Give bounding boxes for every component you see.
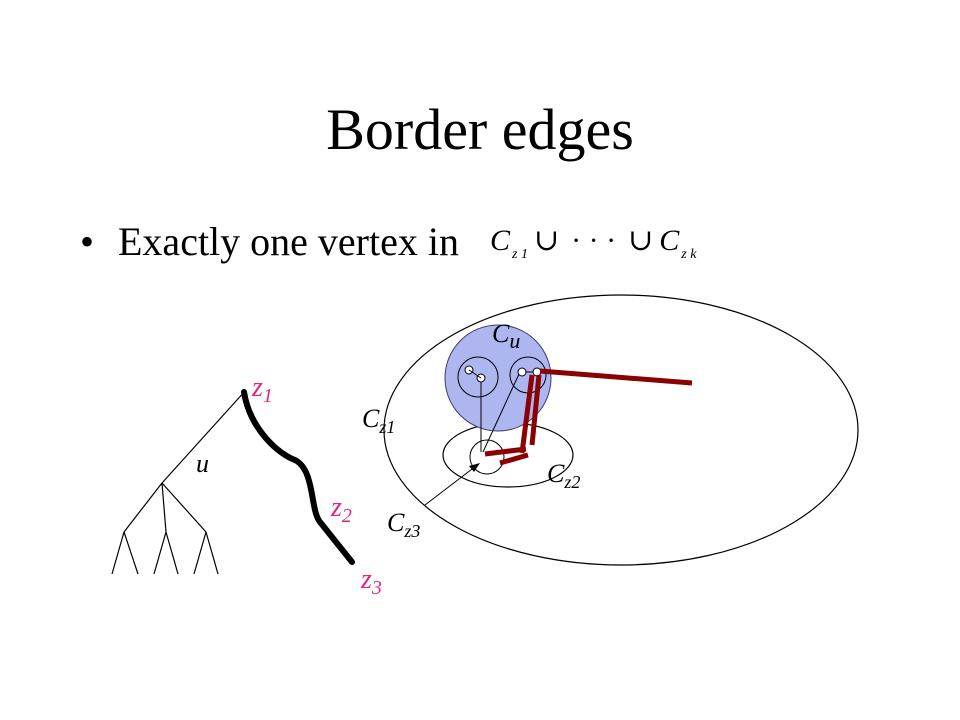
- slide-title: Border edges: [326, 97, 634, 162]
- label-cz2: Cz2: [547, 459, 580, 492]
- label-cz3: Cz3: [387, 508, 420, 541]
- border-edge-short-1: [484, 446, 527, 457]
- border-edges: [484, 368, 693, 466]
- tree-leaf-5: [193, 531, 207, 575]
- formula-c2: C: [659, 224, 680, 257]
- bullet-marker: •: [80, 219, 95, 264]
- formula-c2-subscript: z k: [681, 247, 697, 262]
- label-z3: z3: [360, 564, 382, 599]
- cluster-cz3-circle: [469, 439, 505, 475]
- label-z2: z2: [330, 492, 352, 527]
- edge-cu-ab: [468, 369, 482, 379]
- formula-dots: · · ·: [571, 224, 617, 257]
- border-edge-down-2: [529, 374, 542, 446]
- tree-leaf-4: [165, 531, 179, 575]
- border-edge-short-2: [499, 452, 529, 466]
- arrow-cz3-head: [469, 463, 480, 472]
- tree: [111, 389, 247, 575]
- label-u: u: [196, 449, 209, 478]
- label-cu: Cu: [492, 319, 520, 353]
- border-edge-down-1: [519, 374, 535, 454]
- tree-edge-left: [123, 482, 163, 533]
- arrow-cz3-line: [424, 465, 477, 506]
- formula-c1: C: [490, 224, 511, 257]
- tree-edge-mid: [161, 482, 167, 533]
- tree-leaf-1: [111, 531, 125, 575]
- vertex-cu-d: [532, 367, 542, 377]
- formula-union-2: ∪: [628, 224, 654, 257]
- bullet-text: Exactly one vertex in: [118, 219, 459, 264]
- cluster-cz1-ellipse: [383, 294, 859, 566]
- thick-path-z1-z2: [241, 389, 323, 525]
- tree-edge-root: [161, 389, 247, 484]
- thick-path-z2-z3: [317, 519, 355, 565]
- label-cz1: Cz1: [362, 404, 395, 437]
- tree-leaf-3: [153, 531, 167, 575]
- tree-leaf-2: [123, 531, 139, 575]
- thin-edge-2: [482, 373, 520, 453]
- cu-inner-circle-left: [457, 356, 499, 398]
- formula-c1-subscript: z 1: [512, 247, 528, 262]
- vertex-cu-c: [517, 367, 527, 377]
- bullet-item: • Exactly one vertex in: [80, 212, 459, 272]
- label-z1: z1: [251, 372, 273, 407]
- tree-edge-right: [161, 482, 207, 533]
- formula-union-1: ∪: [533, 224, 560, 257]
- border-edge-long: [539, 368, 693, 386]
- tree-leaf-6: [205, 531, 219, 575]
